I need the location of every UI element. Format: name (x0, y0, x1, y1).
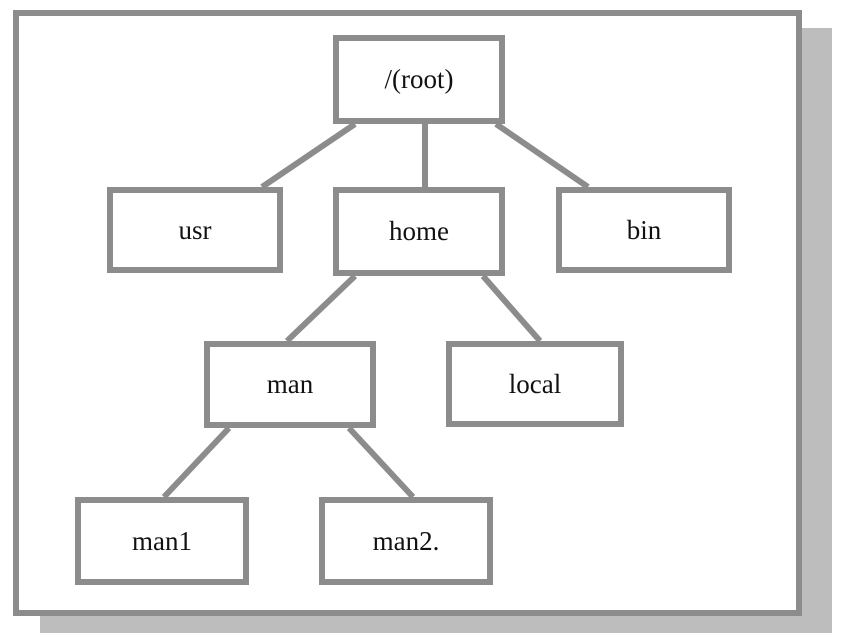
node-root-label: /(root) (384, 64, 454, 94)
edge-home-local (480, 274, 543, 343)
node-man2-label: man2. (372, 525, 440, 556)
node-bin: bin (556, 187, 732, 273)
node-man: man (204, 341, 376, 428)
node-local-label: local (508, 368, 562, 399)
node-home-label: home (389, 216, 449, 246)
node-local: local (446, 341, 624, 427)
node-bin-label: bin (626, 214, 662, 245)
node-home: home (333, 187, 505, 276)
edge-home-man (284, 273, 358, 344)
node-usr: usr (107, 187, 283, 273)
node-man2: man2. (319, 497, 493, 585)
node-man1: man1 (75, 497, 249, 585)
edge-root-bin (494, 121, 590, 190)
node-usr-label: usr (178, 214, 212, 245)
node-man-label: man (266, 369, 314, 399)
node-man1-label: man1 (132, 525, 192, 556)
edge-man-man1 (161, 425, 232, 500)
node-root: /(root) (333, 35, 505, 124)
edge-man-man2 (346, 425, 416, 500)
edge-root-usr (260, 121, 357, 190)
